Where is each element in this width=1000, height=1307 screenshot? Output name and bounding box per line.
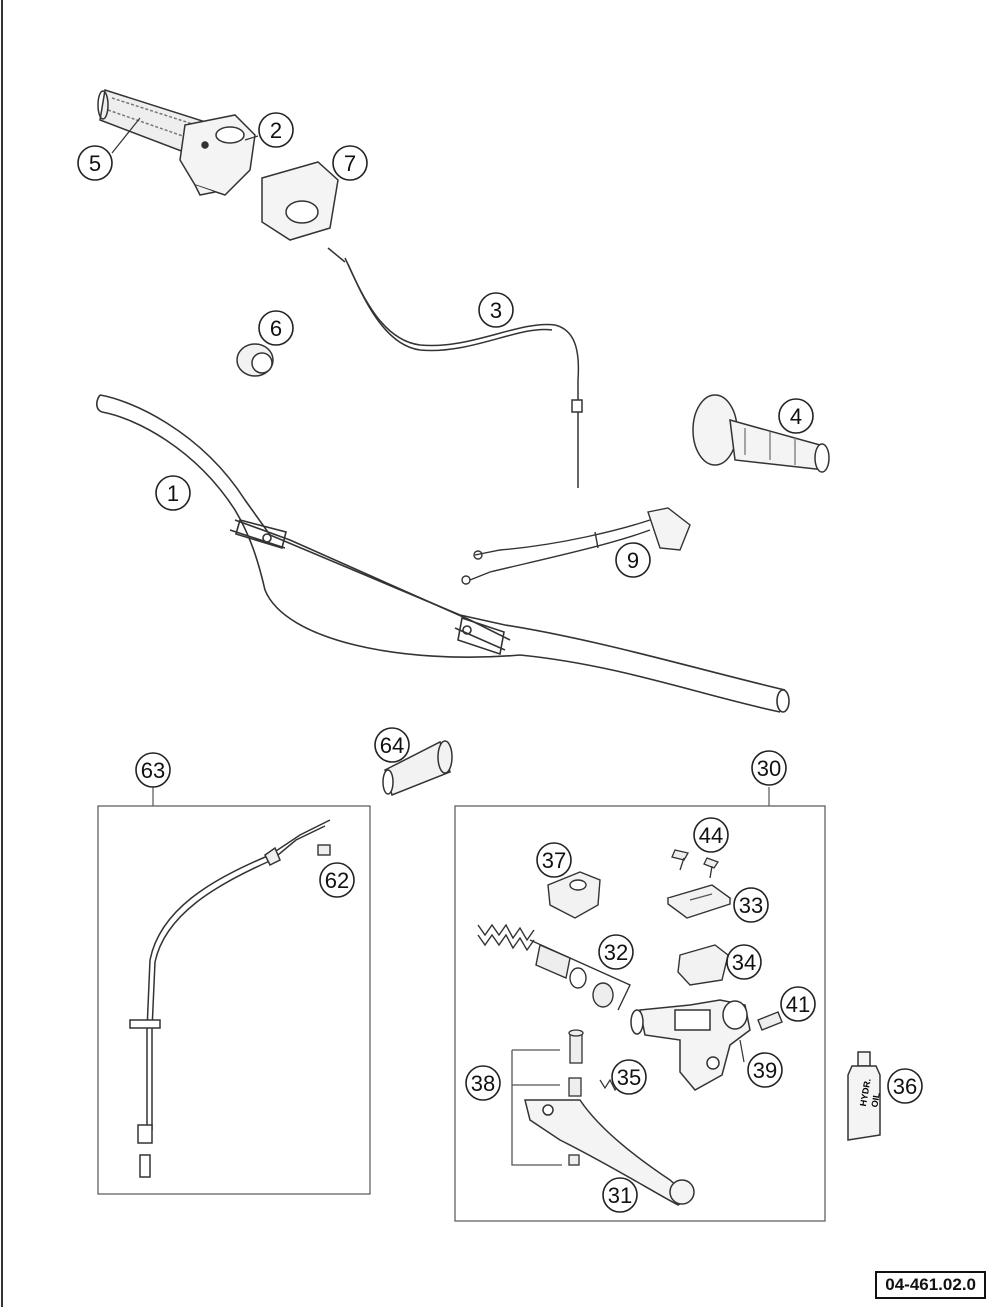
callout-30: 30 [751,750,787,786]
callout-circle [887,1068,923,1104]
callout-circle [258,112,294,148]
callout-circle [747,1052,783,1088]
callout-circle [478,292,514,328]
clutch-cable-part [129,819,331,1178]
callout-number: 33 [739,893,763,918]
callout-37: 37 [536,842,572,878]
dust-boot-part [382,740,453,797]
callout-number: 35 [617,1065,641,1090]
callout-6: 6 [258,310,294,346]
callout-circle [319,862,355,898]
callout-3: 3 [478,292,514,328]
callout-35: 35 [611,1059,647,1095]
callout-31: 31 [602,1177,638,1213]
bottle-label-line1: HYDR. [858,1078,873,1107]
clutch-cable-group-box [97,805,371,1195]
callout-number: 3 [490,298,502,323]
callout-63: 63 [135,752,171,788]
callout-number: 44 [699,823,723,848]
reservoir-cap-part [666,884,732,919]
callout-circle [332,145,368,181]
callout-44: 44 [693,817,729,853]
leader-lines [111,117,745,1063]
callout-34: 34 [726,944,762,980]
callout-circle [598,934,634,970]
callout-number: 36 [893,1074,917,1099]
piston-part [477,923,631,1011]
callout-circle [602,1177,638,1213]
callout-number: 37 [542,848,566,873]
callout-number: 31 [608,1183,632,1208]
callout-4: 4 [778,398,814,434]
callout-36: 36 [887,1068,923,1104]
bottle-label-line2: OIL [869,1091,882,1108]
throttle-cable-part [327,247,583,488]
callout-circle [77,145,113,181]
diaphragm-part [677,944,729,986]
callout-2: 2 [258,112,294,148]
callout-circle [155,475,191,511]
callout-32: 32 [598,934,634,970]
callout-circle [465,1065,501,1101]
screw-part [671,849,719,879]
callout-number: 64 [380,733,404,758]
callout-number: 32 [604,940,628,965]
callout-circle [135,752,171,788]
callout-38: 38 [465,1065,501,1101]
callout-number: 7 [344,151,356,176]
callout-number: 1 [167,481,179,506]
callout-circle [780,986,816,1022]
callout-circle [258,310,294,346]
callout-number: 5 [89,151,101,176]
callout-7: 7 [332,145,368,181]
callout-circle [536,842,572,878]
callout-39: 39 [747,1052,783,1088]
callout-number: 30 [757,756,781,781]
clamp-part [547,871,601,919]
callout-number: 9 [627,548,639,573]
callout-circle [726,944,762,980]
callout-9: 9 [615,542,651,578]
callout-number: 41 [786,992,810,1017]
callout-number: 63 [141,758,165,783]
callout-number: 2 [270,118,282,143]
brake-master-cylinder-group-box [454,805,826,1222]
cable-nipple-part [317,844,331,856]
left-grip-part [692,394,830,473]
reference-code-label: 04-461.02.0 [875,1271,986,1299]
callout-circle [374,727,410,763]
callout-circle [778,398,814,434]
callout-64: 64 [374,727,410,763]
handlebar-part [96,394,790,713]
callout-circle [611,1059,647,1095]
kill-switch-part [461,507,691,585]
callout-circle [693,817,729,853]
callout-33: 33 [733,887,769,923]
callout-number: 34 [732,950,756,975]
callout-62: 62 [319,862,355,898]
callout-number: 6 [270,316,282,341]
throttle-cover-part [261,161,339,241]
callout-number: 4 [790,404,802,429]
callout-circle [615,542,651,578]
callout-circle [751,750,787,786]
bolt-part [757,1011,783,1031]
ring-part [236,343,274,377]
hydraulic-oil-bottle-part [847,1051,881,1141]
callout-circle [733,887,769,923]
callout-5: 5 [77,145,113,181]
pivot-pin-part [511,1029,584,1166]
callout-41: 41 [780,986,816,1022]
master-cylinder-body-part [630,999,751,1091]
callout-1: 1 [155,475,191,511]
callout-number: 39 [753,1058,777,1083]
brake-lever-part [524,1099,695,1206]
throttle-housing-part [179,114,256,196]
callout-number: 38 [471,1071,495,1096]
callout-number: 62 [325,868,349,893]
